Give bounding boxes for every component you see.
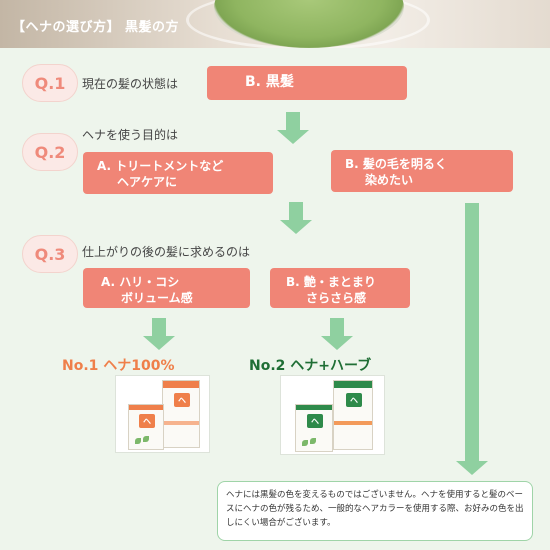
q2-option-a: A. トリートメントなど ヘアケアに — [83, 152, 273, 194]
q1-text: 現在の髪の状態は — [82, 77, 179, 91]
q2-option-a-line1: A. トリートメントなど — [97, 159, 224, 173]
q3-option-b-line2: さらさら感 — [306, 291, 367, 305]
q1-answer-box: B. 黒髪 — [207, 66, 407, 100]
product-no2-image: ヘ ヘ — [280, 375, 385, 455]
q3-option-b-line1: B. 艶・まとまり — [286, 275, 376, 289]
q1-answer-label: B. 黒髪 — [245, 74, 294, 90]
page-title: 【ヘナの選び方】 黒髪の方 — [12, 20, 180, 35]
q3-option-a: A. ハリ・コシ ボリューム感 — [83, 268, 250, 308]
q3-text: 仕上がりの後の髪に求めるのは — [82, 245, 251, 259]
q3-option-a-line2: ボリューム感 — [121, 291, 193, 305]
q3-badge: Q.3 — [22, 235, 78, 273]
q2-badge: Q.2 — [22, 133, 78, 171]
long-arrow-down-icon — [456, 203, 488, 477]
q2-option-b: B. 髪の毛を明るく 染めたい — [331, 150, 513, 192]
product-no1-image: ヘ ヘ — [115, 375, 210, 453]
q1-badge: Q.1 — [22, 64, 78, 102]
q3-option-a-line1: A. ハリ・コシ — [101, 275, 180, 289]
q2-option-b-line2: 染めたい — [365, 173, 414, 187]
header-banner: 【ヘナの選び方】 黒髪の方 — [0, 0, 550, 48]
caution-note-text: ヘナには黒髪の色を変えるものではございません。ヘナを使用すると髪のベースにヘナの… — [226, 490, 524, 528]
arrow-down-icon — [321, 318, 353, 350]
result-no1-label: No.1 ヘナ100% — [62, 358, 175, 374]
q2-option-a-line2: ヘアケアに — [117, 175, 178, 189]
arrow-down-icon — [143, 318, 175, 350]
q3-option-b: B. 艶・まとまり さらさら感 — [270, 268, 410, 308]
result-no2-label: No.2 ヘナ+ハーブ — [249, 358, 372, 374]
arrow-down-icon — [280, 202, 312, 234]
arrow-down-icon — [277, 112, 309, 144]
caution-note: ヘナには黒髪の色を変えるものではございません。ヘナを使用すると髪のベースにヘナの… — [217, 481, 533, 541]
q2-option-b-line1: B. 髪の毛を明るく — [345, 157, 447, 171]
q2-text: ヘナを使う目的は — [82, 128, 179, 142]
